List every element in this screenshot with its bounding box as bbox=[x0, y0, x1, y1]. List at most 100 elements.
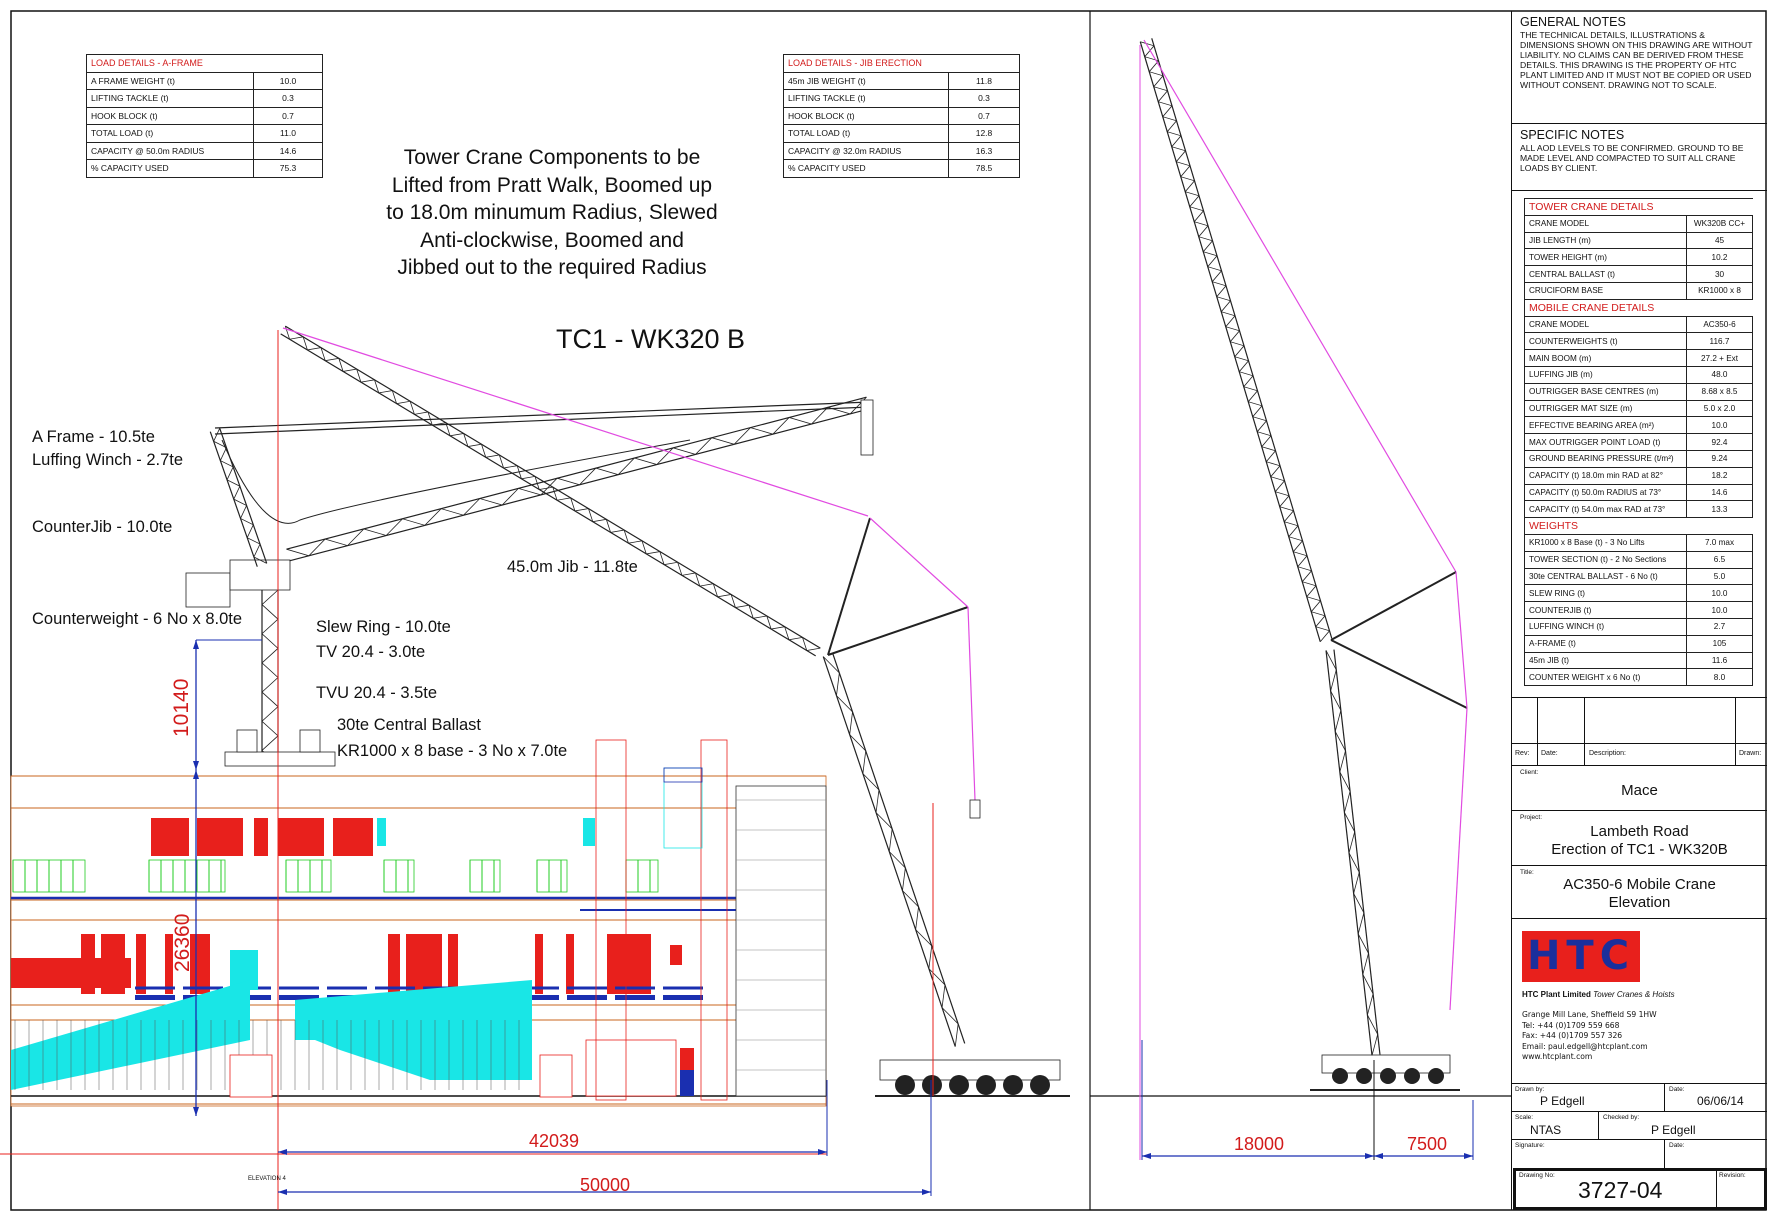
luffing-jib-mast bbox=[1330, 571, 1457, 641]
arrowhead bbox=[278, 1189, 287, 1195]
label-base: KR1000 x 8 base - 3 No x 7.0te bbox=[337, 742, 568, 760]
specific-notes-title: SPECIFIC NOTES bbox=[1520, 128, 1625, 142]
row-label: TOTAL LOAD (t) bbox=[783, 124, 949, 143]
dim-arrow-min-radius bbox=[1142, 1153, 1374, 1159]
row-value: 0.7 bbox=[253, 106, 323, 125]
label-ballast: 30te Central Ballast bbox=[337, 716, 481, 734]
scale-row: Scale: NTAS Checked by: P Edgell bbox=[1512, 1111, 1767, 1140]
title-label: Title: bbox=[1520, 869, 1534, 876]
table-row: LIFTING TACKLE (t)0.3 bbox=[783, 89, 1020, 108]
slewing-platform bbox=[229, 559, 291, 591]
red-panel bbox=[448, 934, 458, 994]
dim-arrow-building-height bbox=[193, 770, 199, 1116]
dim-arrow-tower-height bbox=[193, 640, 199, 770]
company-address: Grange Mill Lane, Sheffield S9 1HW bbox=[1522, 1010, 1657, 1019]
row-label: CRANE MODEL bbox=[1524, 214, 1687, 233]
dim-setback: 7500 bbox=[1407, 1134, 1448, 1154]
elevation-label: ELEVATION 4 bbox=[248, 1176, 286, 1182]
red-panel bbox=[11, 958, 131, 988]
weights-row: SLEW RING (t)10.0 bbox=[1524, 584, 1753, 603]
row-value: 5.0 bbox=[1686, 567, 1753, 586]
wheel bbox=[976, 1075, 996, 1095]
tower-mast bbox=[261, 589, 279, 766]
dim-arrow-radius-building bbox=[278, 1149, 827, 1155]
a-frame bbox=[209, 428, 268, 567]
row-value: 0.3 bbox=[948, 89, 1020, 108]
row-value: 75.3 bbox=[253, 159, 323, 178]
scale-label: Scale: bbox=[1515, 1114, 1534, 1121]
load-details-jib-table: LOAD DETAILS - JIB ERECTION 45m JIB WEIG… bbox=[783, 54, 1020, 178]
garage-door bbox=[585, 1039, 677, 1097]
arrowhead bbox=[193, 1107, 199, 1116]
row-label: CAPACITY (t) 50.0m RADIUS at 73° bbox=[1524, 483, 1687, 502]
kr1000-base bbox=[224, 751, 336, 767]
tower-crane-details-row: TOWER HEIGHT (m)10.2 bbox=[1524, 248, 1753, 267]
row-label: EFFECTIVE BEARING AREA (m²) bbox=[1524, 416, 1687, 435]
row-label: OUTRIGGER MAT SIZE (m) bbox=[1524, 399, 1687, 418]
description-label: Description: bbox=[1589, 750, 1626, 757]
row-label: MAIN BOOM (m) bbox=[1524, 349, 1687, 367]
table-row: TOTAL LOAD (t)12.8 bbox=[783, 124, 1020, 143]
checked-by-label: Checked by: bbox=[1603, 1114, 1640, 1121]
row-label: JIB LENGTH (m) bbox=[1524, 231, 1687, 250]
red-panel bbox=[388, 934, 400, 994]
company-name: HTC Plant Limited bbox=[1522, 990, 1591, 999]
lacing bbox=[286, 396, 867, 557]
weights-row: COUNTERJIB (t)10.0 bbox=[1524, 601, 1753, 619]
table-row: 45m JIB WEIGHT (t)11.8 bbox=[783, 71, 1020, 90]
date-label: Date: bbox=[1669, 1086, 1685, 1093]
lift-description-line: Jibbed out to the required Radius bbox=[397, 256, 707, 279]
company-email[interactable]: Email: paul.edgell@htcplant.com bbox=[1522, 1041, 1648, 1051]
lift-description-line: to 18.0m minumum Radius, Slewed bbox=[386, 201, 718, 224]
red-panel bbox=[670, 945, 682, 965]
arrowhead bbox=[278, 1149, 287, 1155]
mobile-crane-details-row: GROUND BEARING PRESSURE (t/m²)9.24 bbox=[1524, 449, 1753, 468]
lacing bbox=[1140, 41, 1331, 642]
drawn-by-row: Drawn by: P Edgell Date: 06/06/14 bbox=[1512, 1083, 1767, 1112]
balustrade bbox=[231, 995, 271, 1000]
label-counterweight: Counterweight - 6 No x 8.0te bbox=[32, 610, 243, 628]
row-value: 7.0 max bbox=[1686, 533, 1753, 552]
project-label: Project: bbox=[1520, 814, 1543, 821]
row-value: 14.6 bbox=[253, 141, 323, 160]
tie-bar bbox=[214, 406, 871, 435]
hoist-rope bbox=[1449, 707, 1468, 1011]
row-label: HOOK BLOCK (t) bbox=[783, 106, 949, 125]
dim-min-radius: 18000 bbox=[1234, 1134, 1285, 1154]
red-panel bbox=[278, 818, 324, 856]
wheel bbox=[949, 1075, 969, 1095]
balustrade bbox=[567, 995, 607, 1000]
company-website[interactable]: www.htcplant.com bbox=[1522, 1052, 1593, 1061]
specific-notes: SPECIFIC NOTES ALL AOD LEVELS TO BE CONF… bbox=[1512, 123, 1767, 191]
chord bbox=[1333, 649, 1381, 1055]
row-label: COUNTERJIB (t) bbox=[1524, 601, 1687, 619]
mobile-main-boom bbox=[822, 653, 966, 1047]
row-label: CAPACITY @ 32.0m RADIUS bbox=[783, 141, 949, 160]
hoist-rope bbox=[967, 606, 976, 801]
row-value: 0.3 bbox=[253, 89, 323, 108]
row-label: TOWER HEIGHT (m) bbox=[1524, 248, 1687, 267]
wheel bbox=[1030, 1075, 1050, 1095]
blue-panel bbox=[680, 1070, 694, 1096]
client-name: Mace bbox=[1621, 782, 1658, 799]
general-notes: GENERAL NOTES THE TECHNICAL DETAILS, ILL… bbox=[1512, 11, 1767, 123]
row-value: 27.2 + Ext bbox=[1686, 349, 1753, 367]
load-details-aframe-table: LOAD DETAILS - A-FRAME A FRAME WEIGHT (t… bbox=[86, 54, 323, 178]
row-value: 48.0 bbox=[1686, 365, 1753, 384]
mobile-crane-details-row: CAPACITY (t) 18.0m min RAD at 82°18.2 bbox=[1524, 466, 1753, 485]
arrowhead bbox=[1464, 1153, 1473, 1159]
project-line: Erection of TC1 - WK320B bbox=[1551, 841, 1728, 858]
row-value: 10.0 bbox=[1686, 601, 1753, 619]
general-notes-text: THE TECHNICAL DETAILS, ILLUSTRATIONS & D… bbox=[1520, 30, 1753, 90]
mobile-crane-details-row: OUTRIGGER MAT SIZE (m)5.0 x 2.0 bbox=[1524, 399, 1753, 418]
dim-arrow-setback bbox=[1374, 1153, 1473, 1159]
dim-radius-total: 50000 bbox=[580, 1175, 631, 1195]
drawn-by-label: Drawn by: bbox=[1515, 1086, 1545, 1093]
central-ballast bbox=[236, 729, 258, 753]
row-label: TOTAL LOAD (t) bbox=[86, 124, 254, 143]
red-panel bbox=[165, 934, 173, 994]
project-line: Lambeth Road bbox=[1590, 823, 1689, 840]
lift-head bbox=[663, 767, 703, 783]
